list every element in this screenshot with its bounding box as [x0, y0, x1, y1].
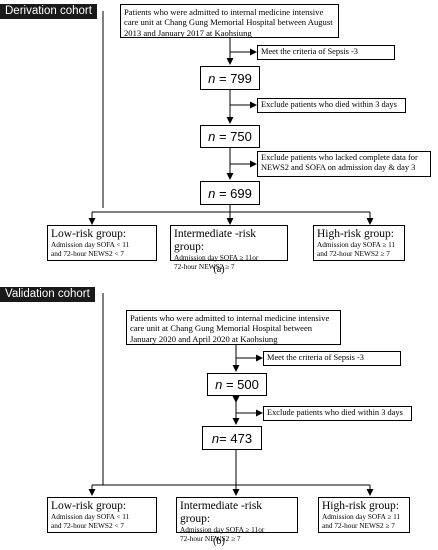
n2-symbol: n — [208, 129, 216, 144]
n1-symbol: n — [215, 377, 223, 392]
intermediate-risk-line1: Admission day SOFA ≥ 11or — [174, 253, 259, 262]
high-risk-line1: Admission day SOFA ≥ 11 — [322, 512, 401, 521]
intermediate-risk-line1: Admission day SOFA ≥ 11or — [180, 525, 265, 534]
n3-value: = 699 — [218, 185, 252, 201]
derivation-n3-box: n = 699 — [200, 181, 260, 205]
low-risk-title: Low-risk group: — [51, 228, 127, 240]
intermediate-risk-line2: 72-hour NEWS2 ≥ 7 — [174, 261, 235, 271]
high-risk-line2: and 72-hour NEWS2 ≥ 7 — [317, 248, 390, 258]
high-risk-line2: and 72-hour NEWS2 ≥ 7 — [322, 520, 395, 530]
n1-value: = 799 — [218, 70, 252, 86]
low-risk-line2: and 72-hour NEWS2 < 7 — [51, 248, 125, 258]
intermediate-risk-title: Intermediate -risk group: — [174, 228, 257, 253]
high-risk-title: High-risk group: — [322, 500, 399, 512]
derivation-intermediate-risk-box: Intermediate -risk group: Admission day … — [170, 225, 288, 270]
high-risk-title: High-risk group: — [317, 228, 394, 240]
high-risk-line1: Admission day SOFA ≥ 11 — [317, 240, 396, 249]
validation-low-risk-box: Low-risk group: Admission day SOFA < 11 … — [47, 497, 157, 533]
validation-sepsis-criteria-box: Meet the criteria of Sepsis -3 — [263, 351, 401, 366]
n2-symbol: n — [211, 430, 220, 446]
derivation-population-box: Patients who were admitted to internal m… — [120, 4, 339, 38]
low-risk-line2: and 72-hour NEWS2 < 7 — [51, 520, 125, 530]
derivation-n2-box: n = 750 — [200, 125, 260, 148]
caption-a: (a) — [213, 264, 225, 275]
intermediate-risk-line2: 72-hour NEWS2 ≥ 7 — [180, 533, 241, 543]
validation-exclude-died-box: Exclude patients who died within 3 days — [263, 406, 412, 421]
validation-population-box: Patients who were admitted to internal m… — [126, 310, 341, 345]
low-risk-title: Low-risk group: — [51, 500, 127, 512]
low-risk-line1: Admission day SOFA < 11 — [51, 512, 130, 521]
derivation-exclude-died-box: Exclude patients who died within 3 days — [257, 98, 406, 113]
n3-symbol: n — [208, 185, 216, 201]
n1-symbol: n — [208, 70, 216, 86]
validation-intermediate-risk-box: Intermediate -risk group: Admission day … — [176, 497, 298, 542]
validation-high-risk-box: High-risk group: Admission day SOFA ≥ 11… — [318, 497, 410, 533]
derivation-low-risk-box: Low-risk group: Admission day SOFA < 11 … — [47, 225, 157, 261]
derivation-high-risk-box: High-risk group: Admission day SOFA ≥ 11… — [313, 225, 405, 261]
n2-value: = 473 — [219, 430, 253, 446]
intermediate-risk-title: Intermediate -risk group: — [180, 500, 263, 525]
derivation-n1-box: n = 799 — [200, 66, 260, 90]
caption-b: (b) — [213, 536, 225, 547]
validation-cohort-label: Validation cohort — [0, 287, 95, 302]
derivation-sepsis-criteria-box: Meet the criteria of Sepsis -3 — [257, 45, 395, 60]
n2-value: = 750 — [218, 129, 252, 144]
validation-n2-box: n= 473 — [202, 426, 262, 450]
validation-n1-box: n = 500 — [207, 373, 267, 396]
low-risk-line1: Admission day SOFA < 11 — [51, 240, 130, 249]
derivation-cohort-label: Derivation cohort — [0, 4, 97, 19]
n1-value: = 500 — [225, 377, 259, 392]
derivation-exclude-incomplete-box: Exclude patients who lacked complete dat… — [257, 151, 431, 177]
